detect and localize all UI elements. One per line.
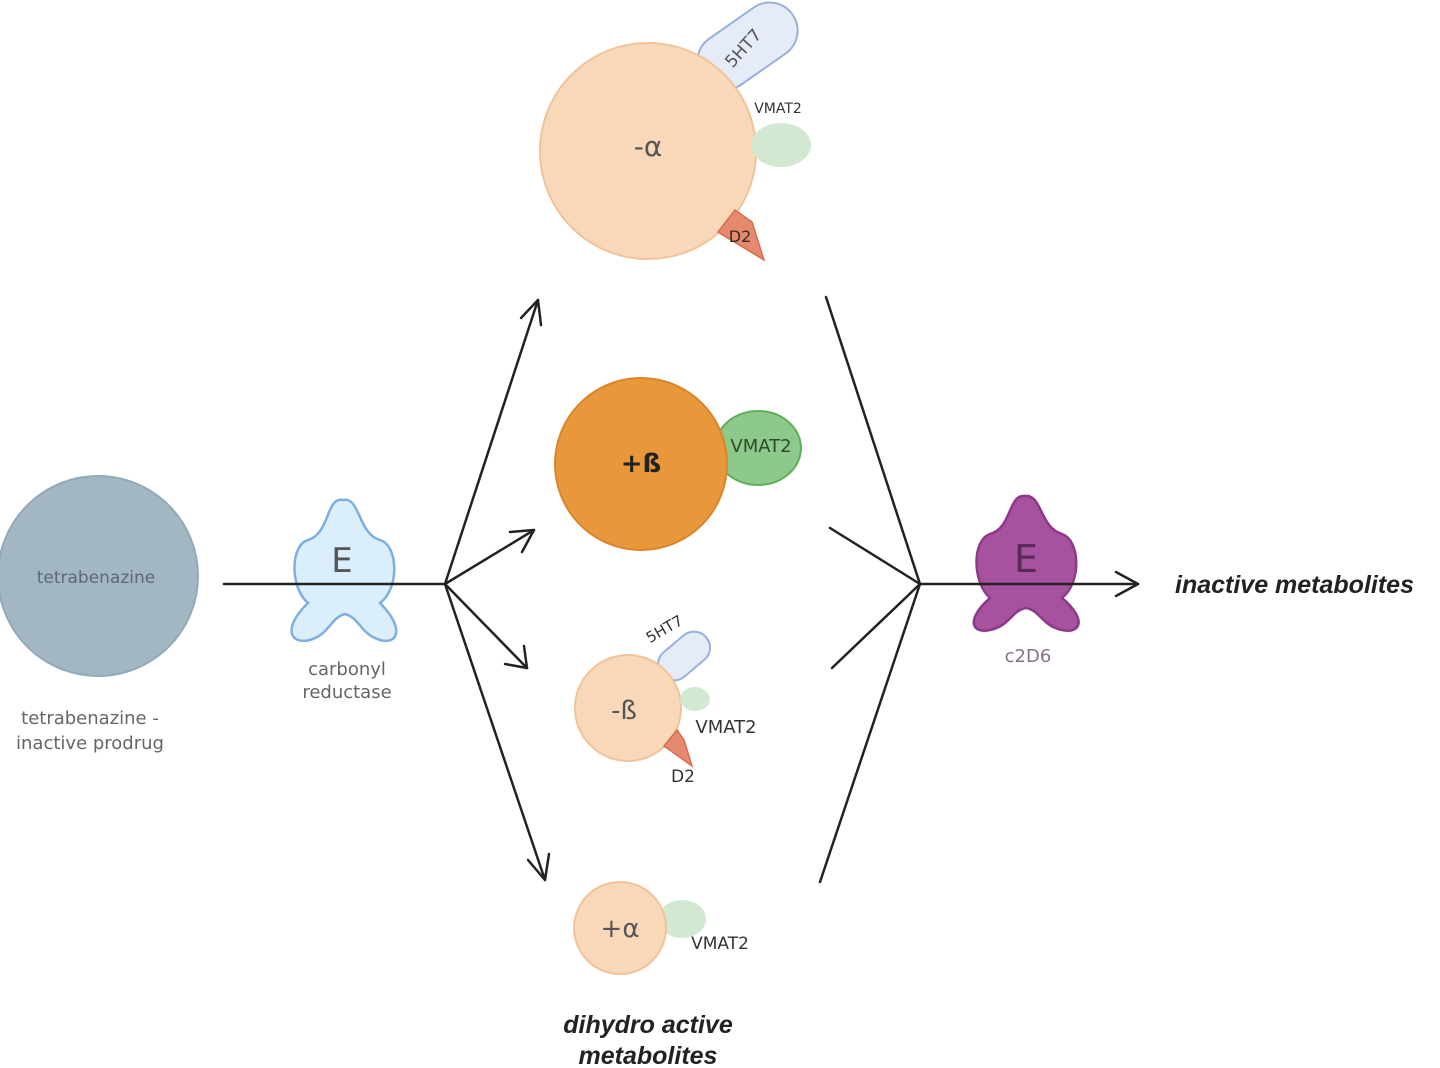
enzyme1-letter: E xyxy=(331,541,352,581)
beta-plus-circle xyxy=(554,377,728,551)
tetrabenazine-circle xyxy=(0,475,199,677)
alpha-plus-label: +α xyxy=(601,914,640,944)
metabolite-beta-minus: 5HT7 VMAT2 D2 -ß xyxy=(574,611,757,787)
vmat2-label-alpha-plus: VMAT2 xyxy=(691,934,749,954)
arrowhead-alpha-minus xyxy=(519,298,543,327)
alpha-minus-label: -α xyxy=(634,130,663,163)
alpha-plus-circle xyxy=(573,881,667,975)
converge-line-1 xyxy=(824,295,922,586)
enzyme1-caption-line2: reductase xyxy=(302,682,391,703)
enzyme2-letter: E xyxy=(1014,537,1038,581)
tetrabenazine-label: tetrabenazine xyxy=(37,568,156,588)
enzyme1-shape xyxy=(290,498,398,643)
beta-minus-label: -ß xyxy=(611,696,637,726)
arrowhead-beta-minus xyxy=(503,644,529,670)
enzyme1-caption-line1: carbonyl xyxy=(308,659,386,680)
arrowhead-alpha-plus xyxy=(526,852,551,882)
metabolite-beta-plus: VMAT2 +ß xyxy=(554,377,802,551)
tetrabenazine-node: tetrabenazine xyxy=(0,475,199,677)
d2-label-alpha-minus: D2 xyxy=(729,227,752,246)
vmat2-receptor-alpha-minus xyxy=(751,123,811,167)
c2d6-enzyme: E xyxy=(972,494,1080,632)
prodrug-caption-line1: tetrabenazine - xyxy=(21,708,159,729)
d2-receptor-beta-minus xyxy=(662,728,694,768)
converge-line-4 xyxy=(818,582,922,884)
vmat2-receptor-beta-minus xyxy=(680,687,710,711)
inactive-metabolites-caption: inactive metabolites xyxy=(1175,571,1414,599)
prodrug-caption-line2: inactive prodrug xyxy=(16,733,164,754)
branch-arrow-alpha-minus xyxy=(443,298,540,586)
converge-line-2 xyxy=(828,526,922,586)
vmat2-label-alpha-minus: VMAT2 xyxy=(754,101,802,117)
enzyme2-caption: c2D6 xyxy=(1005,646,1052,667)
branch-arrow-beta-minus xyxy=(443,582,529,670)
vmat2-label-beta-minus: VMAT2 xyxy=(695,717,756,738)
arrowhead-output xyxy=(1114,570,1140,598)
pathway-lines xyxy=(222,295,1140,884)
branch-arrow-beta-plus xyxy=(443,528,536,586)
metabolite-alpha-minus: 5HT7 VMAT2 D2 -α xyxy=(539,1,811,262)
active-metabolites-caption-line2: metabolites xyxy=(579,1042,718,1068)
vmat2-receptor-alpha-plus xyxy=(658,900,706,938)
beta-plus-label: +ß xyxy=(621,449,662,479)
branch-arrow-alpha-plus xyxy=(443,582,547,882)
converge-line-3 xyxy=(830,582,922,670)
enzyme2-shape xyxy=(972,494,1080,632)
metabolite-alpha-plus: VMAT2 +α xyxy=(573,881,749,975)
arrowhead-beta-plus xyxy=(508,528,536,554)
active-metabolites-caption-line1: dihydro active xyxy=(563,1011,733,1039)
d2-receptor-alpha-minus xyxy=(716,208,766,262)
d2-label-beta-minus: D2 xyxy=(671,767,695,787)
beta-minus-circle xyxy=(574,654,682,762)
vmat2-label-beta-plus: VMAT2 xyxy=(730,436,791,457)
carbonyl-reductase-enzyme: E xyxy=(290,498,398,643)
